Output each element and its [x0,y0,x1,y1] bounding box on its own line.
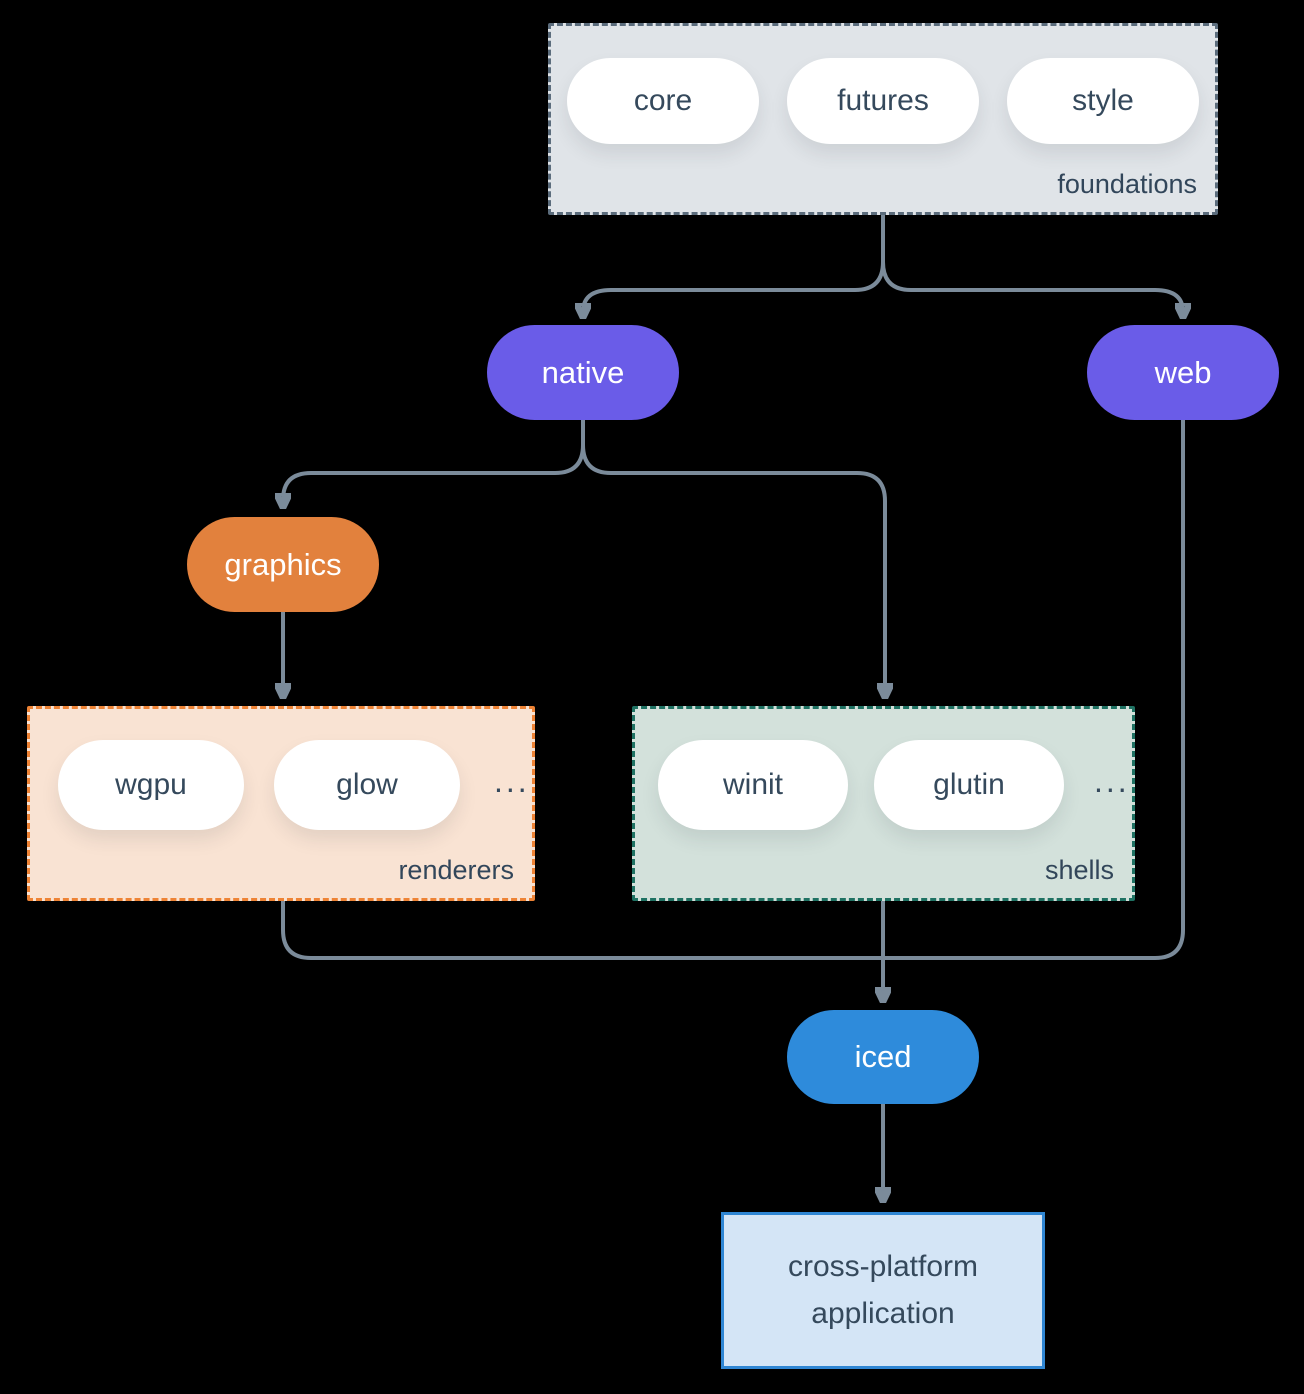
crate-futures: futures [787,58,979,144]
foundations-label: foundations [1057,169,1197,199]
edge-native-shells [581,420,885,696]
cross-platform-application-box: cross-platform application [721,1212,1045,1369]
node-iced: iced [787,1010,979,1104]
foundations-group: core futures style foundations [548,23,1218,215]
crate-winit: winit [658,740,848,830]
edge-web-merge [883,420,1185,960]
crate-style: style [1007,58,1199,144]
renderers-ellipsis: ... [494,762,530,799]
crate-core: core [567,58,759,144]
shells-group: winit glutin ... shells [632,706,1135,901]
node-graphics: graphics [187,517,379,612]
crate-wgpu: wgpu [58,740,244,830]
crate-glutin: glutin [874,740,1064,830]
foundations-pill-row: core futures style [551,58,1215,144]
node-web: web [1087,325,1279,420]
cross-platform-application-label: cross-platform application [787,1250,979,1330]
crate-glow: glow [274,740,460,830]
edge-native-graphics [283,420,585,506]
shells-pill-row: winit glutin ... [658,740,1130,830]
edge-foundations-native [583,215,885,316]
node-native: native [487,325,679,420]
renderers-pill-row: wgpu glow ... [58,740,530,830]
renderers-group: wgpu glow ... renderers [27,706,535,901]
shells-label: shells [1044,855,1114,885]
renderers-label: renderers [398,855,514,885]
edge-renderers-merge [281,901,883,960]
edge-foundations-web [881,215,1183,316]
shells-ellipsis: ... [1094,762,1130,799]
